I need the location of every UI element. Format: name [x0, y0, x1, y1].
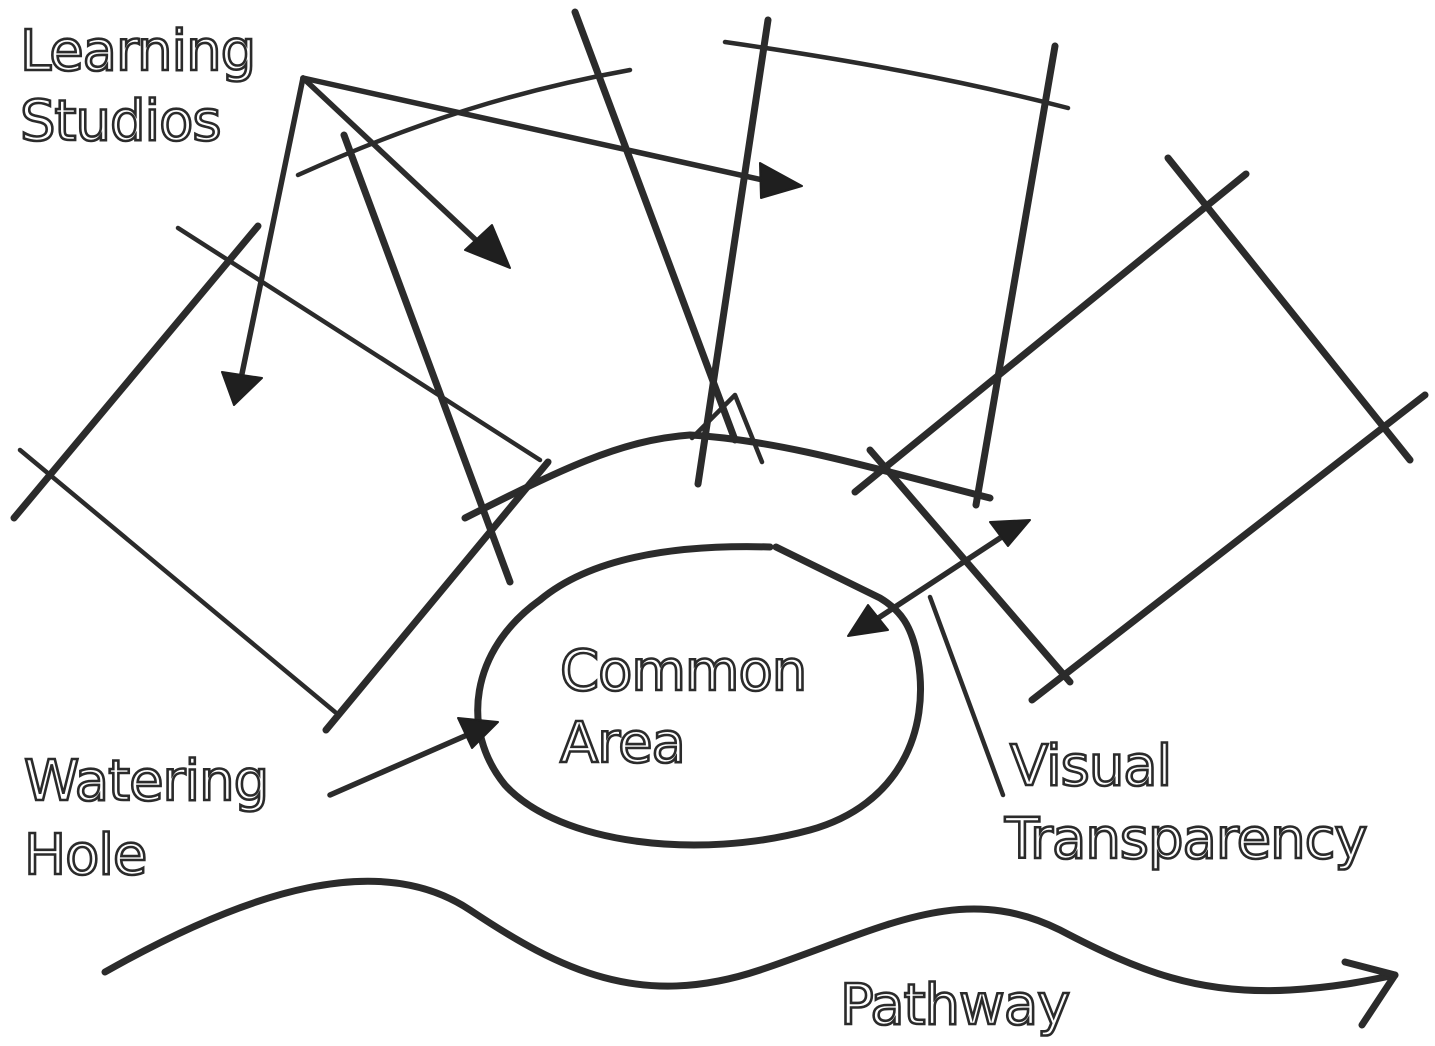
studio-upper-right: [694, 16, 1071, 509]
learning-studios-label: Learning Studios: [20, 19, 272, 154]
studio-right: [851, 154, 1429, 704]
arrowhead-icon: [221, 371, 263, 406]
learning-studios-arrows: [221, 75, 803, 406]
watering-hole-arrow: [327, 717, 499, 798]
common-area-outline: [474, 543, 924, 849]
pathway-arrow: [101, 877, 1399, 1029]
studio-left: [10, 222, 552, 734]
arrowhead-icon: [847, 604, 889, 637]
arrowhead-icon: [989, 519, 1031, 547]
watering-hole-label: Watering Hole: [24, 749, 285, 888]
connector-arc: [461, 392, 994, 522]
pathway-label: Pathway: [840, 973, 1069, 1038]
arrowhead-icon: [457, 717, 499, 749]
visual-transparency-arrow: [847, 519, 1031, 798]
common-area-label: Common Area: [560, 639, 823, 776]
arrowhead-icon: [464, 224, 511, 269]
visual-transparency-label: Visual Transparency: [1004, 734, 1367, 872]
arrowhead-icon: [759, 162, 803, 199]
